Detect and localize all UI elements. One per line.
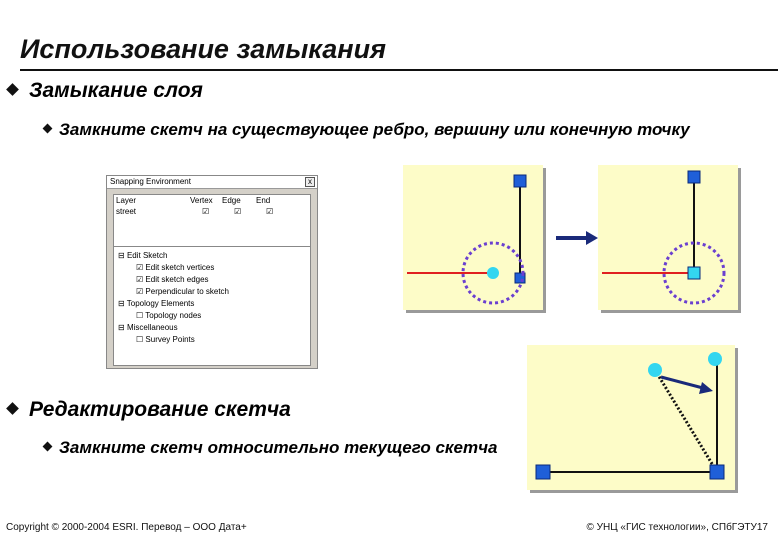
- checkbox-icon[interactable]: ☑: [136, 275, 144, 284]
- snapped-vertex-icon: [687, 266, 701, 280]
- close-icon[interactable]: x: [305, 177, 315, 187]
- slide-title: Использование замыкания: [20, 34, 387, 64]
- sub-bullet-snap-existing: Замкните скетч на существующее ребро, ве…: [42, 119, 734, 141]
- vertex-top-icon: [513, 174, 527, 188]
- tree-label: Perpendicular to sketch: [145, 287, 230, 296]
- small-diamond-bullet-icon: [42, 441, 53, 452]
- sub-bullet-text: Замкните скетч относительно текущего ске…: [59, 438, 498, 457]
- bullet-sketch-editing: Редактирование скетча: [6, 398, 291, 422]
- tree-label: Survey Points: [145, 335, 195, 344]
- dialog-title: Snapping Environment: [110, 177, 191, 186]
- header-end: End: [256, 196, 271, 205]
- sub-bullet-snap-current: Замкните скетч относительно текущего ске…: [42, 437, 524, 459]
- snap-tolerance-circle: [461, 241, 525, 305]
- bullet-text: Редактирование скетча: [29, 398, 291, 421]
- small-diamond-bullet-icon: [42, 123, 53, 134]
- diagram-before-snap-drawing: [407, 174, 527, 305]
- footer-copyright: Copyright © 2000-2004 ESRI. Перевод – ОО…: [6, 522, 247, 533]
- table-header: Layer Vertex Edge End: [114, 195, 310, 206]
- expand-icon[interactable]: ⊟: [118, 251, 125, 260]
- title-rule: [20, 69, 778, 71]
- vertex-bottom-right-icon: [709, 464, 725, 480]
- dialog-titlebar: Snapping Environment x: [107, 176, 317, 189]
- tree-item-miscellaneous[interactable]: ⊟ Miscellaneous: [118, 323, 178, 332]
- tree-item-survey-points[interactable]: ☐ Survey Points: [136, 335, 195, 344]
- diamond-bullet-icon: [6, 402, 19, 415]
- bullet-text: Замыкание слоя: [29, 79, 203, 102]
- header-vertex: Vertex: [190, 196, 213, 205]
- vertex-top-icon: [687, 170, 701, 184]
- tree-label: Edit sketch edges: [145, 275, 209, 284]
- vertex-bottom-icon: [514, 272, 526, 284]
- layer-name: street: [116, 207, 137, 216]
- expand-icon[interactable]: ⊟: [118, 323, 125, 332]
- snapping-options-tree: ⊟ Edit Sketch ☑ Edit sketch vertices ☑ E…: [113, 246, 311, 366]
- diagram-sketch-snap-drawing: [535, 352, 725, 480]
- diagram-sketch-snap: [527, 345, 735, 490]
- dashed-perpendicular-edge: [653, 369, 719, 473]
- tree-item-edit-sketch[interactable]: ⊟ Edit Sketch: [118, 251, 167, 260]
- checkbox-icon[interactable]: ☐: [136, 311, 144, 320]
- sub-bullet-text: Замкните скетч на существующее ребро, ве…: [59, 120, 690, 139]
- header-layer: Layer: [116, 196, 137, 205]
- checkbox-icon[interactable]: ☐: [136, 335, 144, 344]
- footer-credits: © УНЦ «ГИС технологии», СПбГЭТУ17: [586, 522, 768, 533]
- header-edge: Edge: [222, 196, 241, 205]
- tree-item-sketch-edges[interactable]: ☑ Edit sketch edges: [136, 275, 209, 284]
- snapping-environment-dialog: Snapping Environment x Layer Vertex Edge…: [106, 175, 318, 369]
- tree-label: Miscellaneous: [126, 323, 178, 332]
- diagram-after-snap: [598, 165, 738, 310]
- snap-point-icon: [487, 267, 499, 279]
- snap-point-left-icon: [648, 363, 662, 377]
- tree-label: Topology Elements: [126, 299, 195, 308]
- snap-tolerance-circle: [662, 241, 726, 305]
- direction-arrow-line: [660, 375, 704, 390]
- tree-label: Edit Sketch: [126, 251, 168, 260]
- vertex-checkbox[interactable]: ☑: [202, 207, 210, 216]
- direction-arrow-head-icon: [699, 382, 713, 394]
- tree-label: Topology nodes: [145, 311, 202, 320]
- arrow-right-icon: [556, 230, 598, 251]
- expand-icon[interactable]: ⊟: [118, 299, 125, 308]
- bullet-layer-snapping: Замыкание слоя: [6, 79, 203, 103]
- checkbox-icon[interactable]: ☑: [136, 287, 144, 296]
- tree-item-topology-elements[interactable]: ⊟ Topology Elements: [118, 299, 194, 308]
- tree-label: Edit sketch vertices: [145, 263, 215, 272]
- diagram-after-snap-drawing: [602, 170, 726, 305]
- diagram-before-snap: [403, 165, 543, 310]
- tree-item-sketch-vertices[interactable]: ☑ Edit sketch vertices: [136, 263, 214, 272]
- snap-point-top-icon: [708, 352, 722, 366]
- tree-item-perpendicular[interactable]: ☑ Perpendicular to sketch: [136, 287, 229, 296]
- diamond-bullet-icon: [6, 83, 19, 96]
- edge-checkbox[interactable]: ☑: [234, 207, 242, 216]
- tree-item-topology-nodes[interactable]: ☐ Topology nodes: [136, 311, 201, 320]
- table-row: street ☑ ☑ ☑: [114, 206, 310, 217]
- checkbox-icon[interactable]: ☑: [136, 263, 144, 272]
- vertex-bottom-left-icon: [535, 464, 551, 480]
- layer-snapping-table: Layer Vertex Edge End street ☑ ☑ ☑: [113, 194, 311, 248]
- end-checkbox[interactable]: ☑: [266, 207, 274, 216]
